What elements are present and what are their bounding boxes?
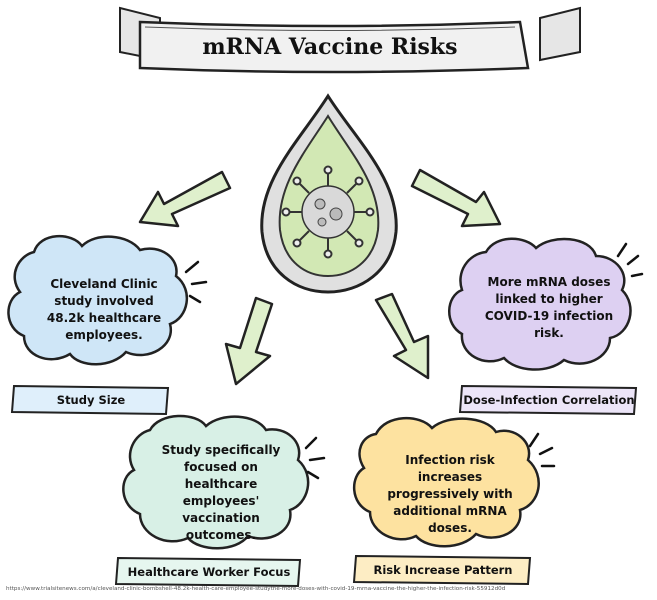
- healthcare-worker-text: Study specifically focused on healthcare…: [161, 443, 281, 542]
- source-url: https://www.trialsitenews.com/a/clevelan…: [6, 586, 506, 592]
- virus-droplet-icon: [260, 93, 398, 294]
- healthcare-worker-cloud: [122, 414, 310, 550]
- risk-pattern-cloud: [352, 416, 540, 548]
- risk-pattern-label-box: [352, 554, 532, 586]
- dose-infection-label: Dose-Infection Correlation: [463, 393, 635, 407]
- study-size-label: Study Size: [56, 393, 126, 407]
- title-banner: [119, 6, 581, 74]
- study-size-text: Cleveland Clinic study involved 48.2k he…: [46, 277, 162, 342]
- arrow-to-healthcare-worker: [224, 296, 274, 386]
- study-size-cloud: [7, 234, 189, 366]
- arrow-to-dose-infection: [410, 168, 502, 228]
- risk-pattern-label: Risk Increase Pattern: [373, 563, 513, 577]
- dose-infection-cloud: [448, 237, 632, 371]
- page-title: mRNA Vaccine Risks: [202, 34, 458, 60]
- sparkle-marks: [184, 242, 644, 480]
- risk-pattern-text: Infection risk increases progressively w…: [387, 453, 513, 535]
- dose-infection-label-box: [458, 384, 638, 416]
- study-size-label-box: [10, 384, 170, 416]
- healthcare-worker-label-box: [114, 556, 302, 588]
- healthcare-worker-label: Healthcare Worker Focus: [127, 565, 291, 579]
- dose-infection-text: More mRNA doses linked to higher COVID-1…: [484, 275, 614, 340]
- arrow-to-risk-pattern: [374, 292, 430, 380]
- arrow-to-study-size: [138, 170, 232, 228]
